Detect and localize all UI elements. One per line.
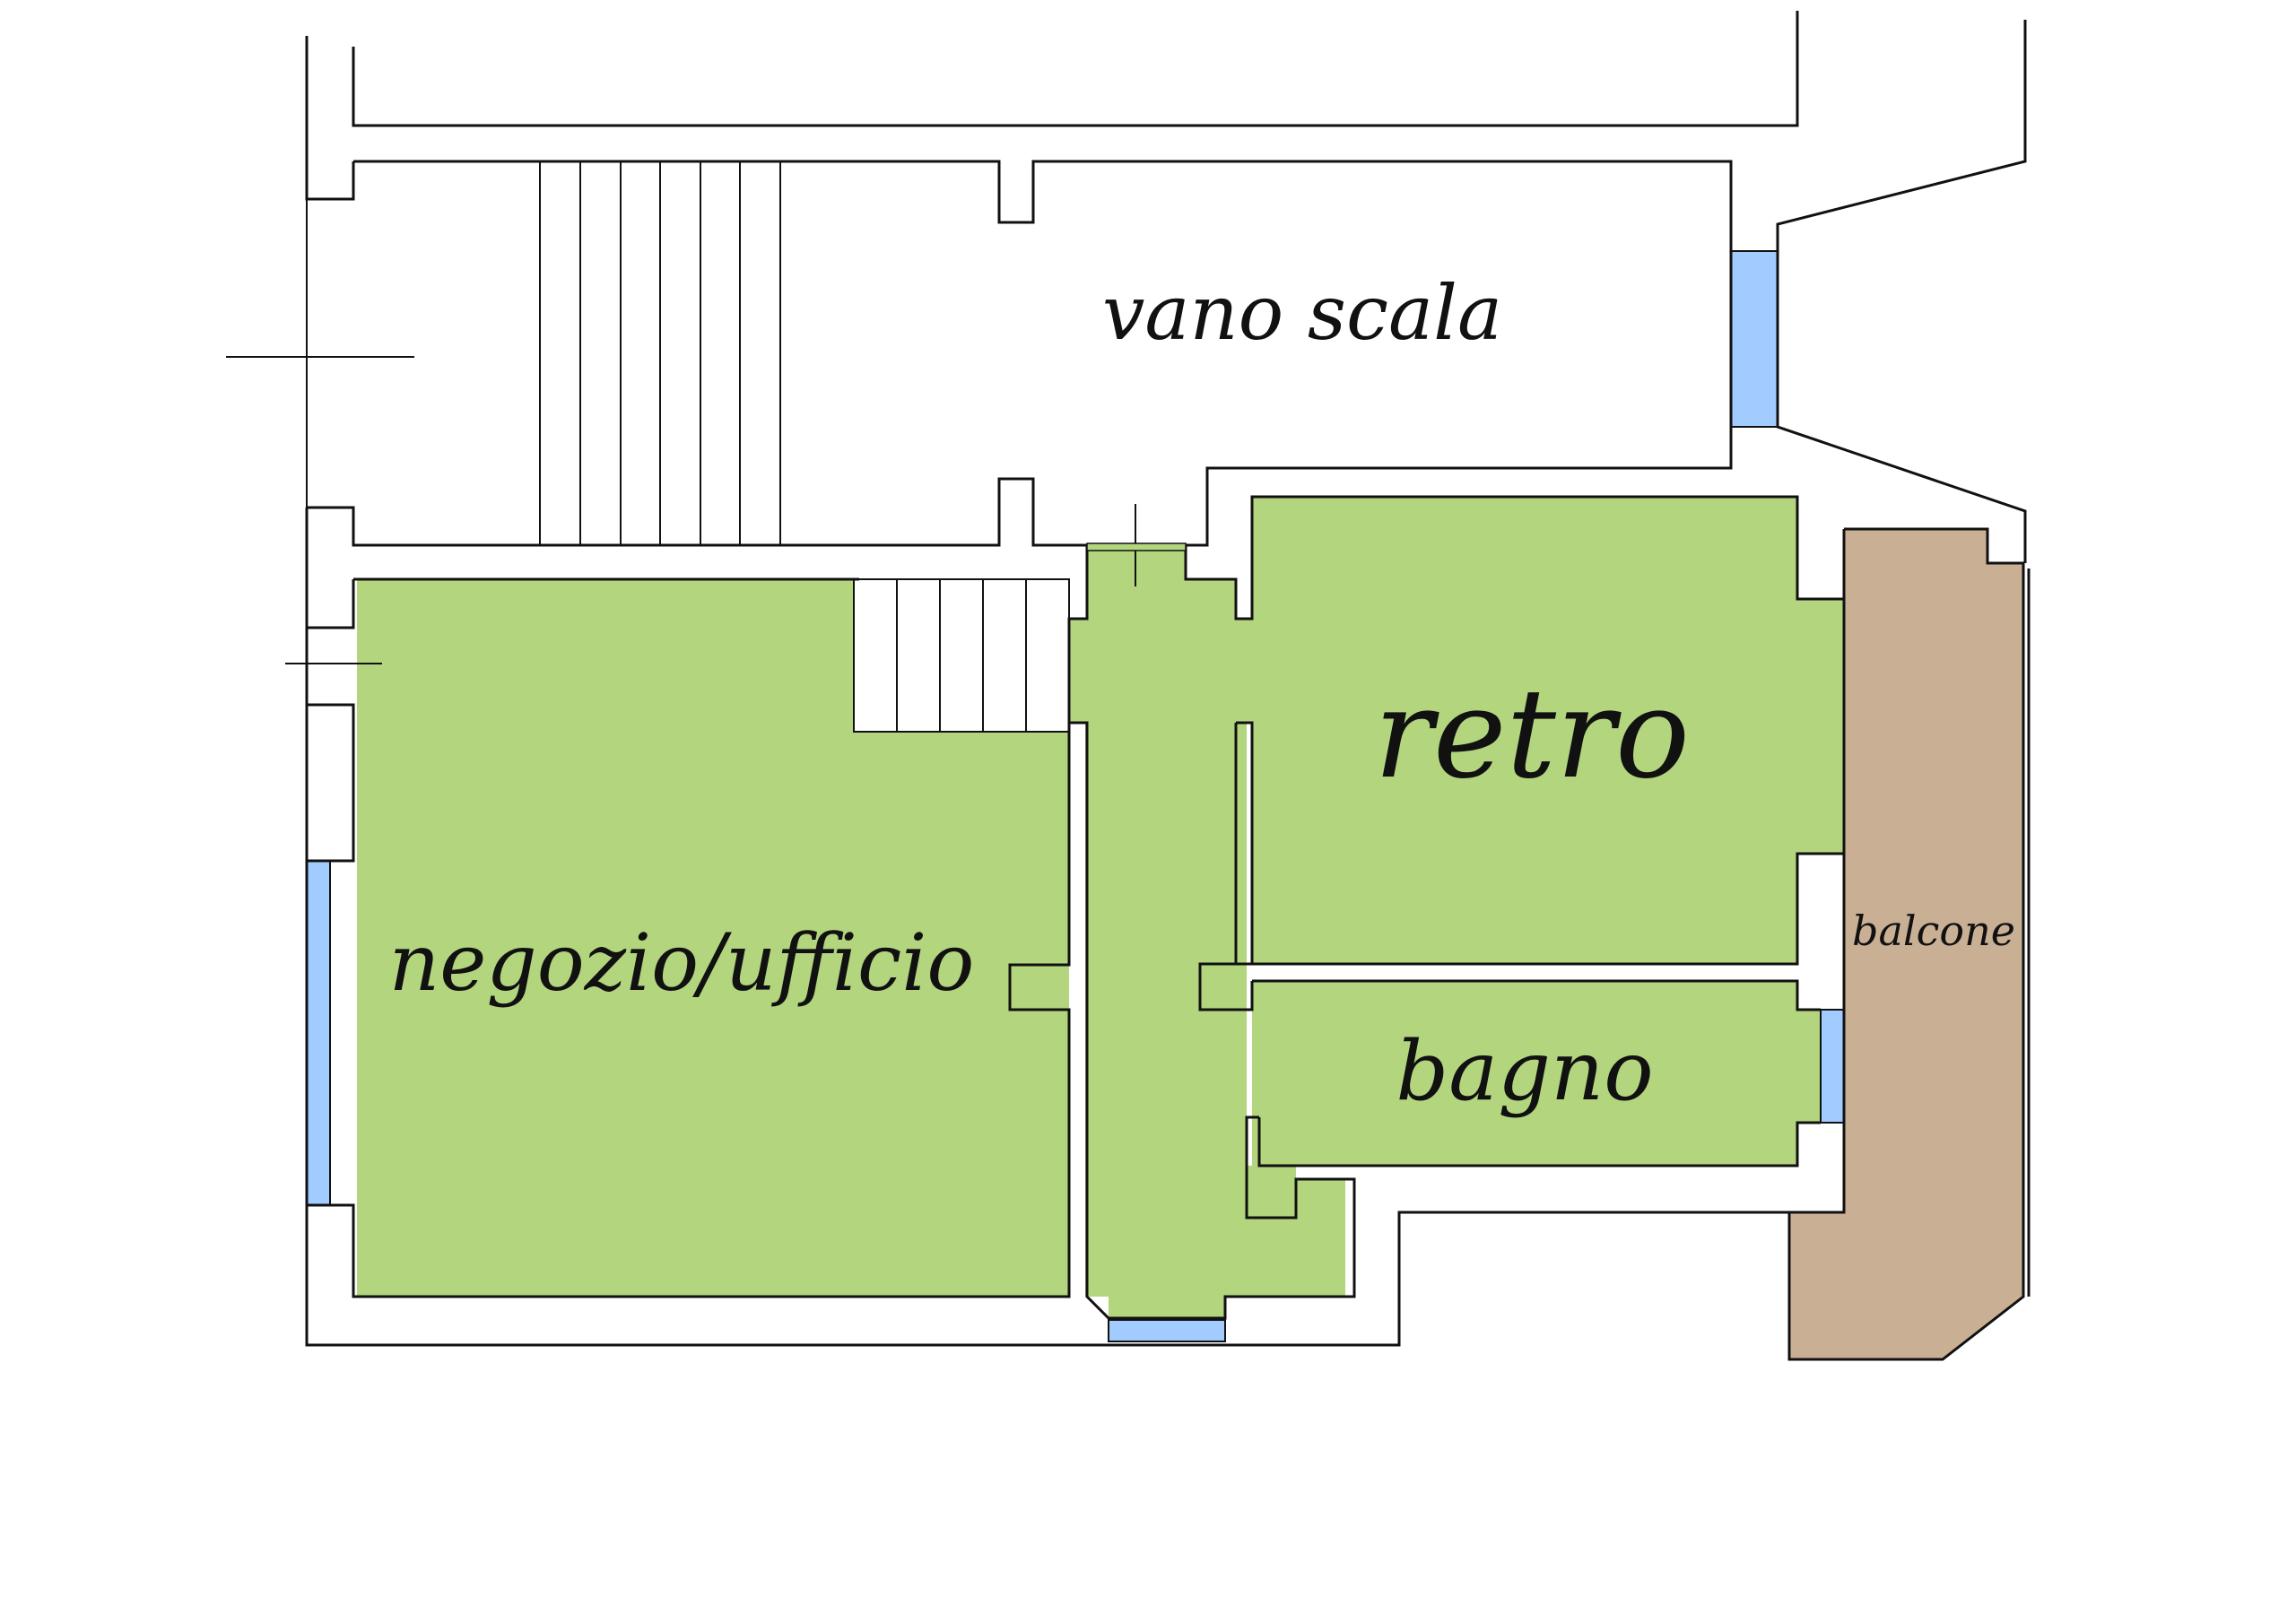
window-stair-right bbox=[1730, 250, 1779, 428]
window-bottom bbox=[1108, 1319, 1226, 1342]
room-fill-negozio-ufficio bbox=[357, 579, 1069, 1297]
window-bagno-right bbox=[1820, 1009, 1845, 1124]
room-fill-corridor bbox=[1069, 543, 1345, 1318]
wall-outer-bottom bbox=[305, 508, 1796, 1347]
room-fill-balcone bbox=[1789, 529, 2023, 1359]
room-label-vano-scala: vano scala bbox=[1102, 269, 1502, 357]
room-fill-retro bbox=[1236, 497, 1844, 964]
windows bbox=[306, 250, 1845, 1342]
wall-balcone bbox=[1787, 527, 2025, 1361]
wall-corridor-bottom bbox=[1067, 545, 1356, 1320]
room-label-bagno: bagno bbox=[1396, 1023, 1653, 1119]
room-label-balcone: balcone bbox=[1852, 907, 2015, 955]
wall-retro-bottom bbox=[1252, 852, 1844, 966]
wall-retro-inner bbox=[1198, 721, 1254, 1011]
door-threshold bbox=[1086, 542, 1187, 551]
wall-stair-hall-upper bbox=[353, 160, 1733, 547]
window-negozio-left bbox=[306, 860, 331, 1206]
wall-negozio-jamb bbox=[307, 703, 355, 863]
wall-negozio-right bbox=[307, 723, 1071, 1298]
wall-retro-top bbox=[1184, 495, 1844, 621]
reference-marks bbox=[226, 199, 1187, 664]
wall-right-angled bbox=[1776, 20, 2027, 563]
room-label-retro: retro bbox=[1374, 662, 1690, 806]
room-label-negozio-ufficio: negozio/ufficio bbox=[389, 916, 975, 1009]
walls bbox=[305, 11, 2031, 1361]
wall-stair-hall-lower bbox=[307, 477, 1087, 547]
wall-top-band bbox=[352, 11, 1799, 127]
wall-bagno-bottom bbox=[1257, 1117, 1821, 1167]
room-fill-bagno bbox=[1252, 981, 1821, 1166]
wall-bagno-top bbox=[1252, 979, 1821, 1011]
room-fills bbox=[357, 497, 2023, 1359]
wall-top-left bbox=[305, 36, 355, 201]
lower-stair-flight bbox=[853, 578, 1070, 733]
wall-negozio-corner bbox=[307, 579, 355, 629]
room-labels: vano scala negozio/ufficio retro bagno b… bbox=[389, 269, 2015, 1119]
